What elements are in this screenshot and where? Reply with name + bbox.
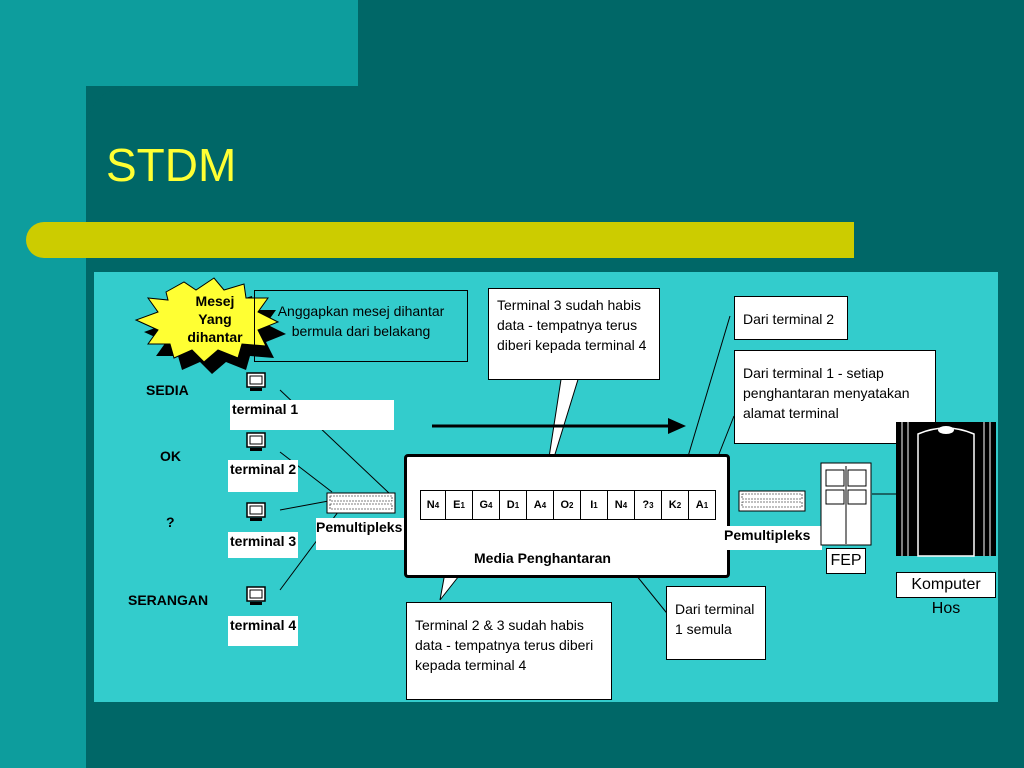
multiplexer-left-label: Pemultipleks xyxy=(316,518,406,550)
note-terminal3-done: Terminal 3 sudah habis data - tempatnya … xyxy=(488,288,660,380)
line-terminal3-mux xyxy=(279,499,335,511)
fep-label: FEP xyxy=(826,548,866,574)
terminal-3-icon xyxy=(246,502,266,521)
host-computer-label: Komputer Hos xyxy=(896,572,996,617)
decor-strip-left xyxy=(0,86,86,768)
terminal-1-icon xyxy=(246,372,266,391)
frame-cell: ?3 xyxy=(634,491,661,519)
multiplexer-right-icon xyxy=(738,490,806,512)
direction-arrowhead xyxy=(668,418,686,434)
frame-char: O xyxy=(560,499,570,511)
note-from-terminal1-initial: Dari terminal 1 semula xyxy=(666,586,766,660)
burst-shape xyxy=(134,277,280,363)
fep-icon xyxy=(820,462,872,546)
multiplexer-right-label: Pemultipleks xyxy=(724,526,822,550)
frame-terminal-index: 4 xyxy=(622,500,628,510)
frame-char: N xyxy=(614,499,623,511)
slide-title: STDM xyxy=(106,139,237,191)
terminal-1-label: terminal 1 xyxy=(230,400,394,430)
frame-char: K xyxy=(668,499,677,511)
frame-char: A xyxy=(533,499,542,511)
status-ok: OK xyxy=(160,448,181,464)
burst-label: Mesej Yang dihantar xyxy=(187,293,243,345)
frame-terminal-index: 4 xyxy=(434,500,440,510)
note-message-order: Anggapkan mesej dihantar bermula dari be… xyxy=(254,290,468,362)
frame-terminal-index: 1 xyxy=(514,500,520,510)
terminal-3-label: terminal 3 xyxy=(228,532,298,558)
frame-terminal-index: 4 xyxy=(488,500,493,510)
note-terminal23-done: Terminal 2 & 3 sudah habis data - tempat… xyxy=(406,602,612,700)
frame-terminal-index: 1 xyxy=(593,500,598,510)
frame-terminal-index: 2 xyxy=(569,500,574,510)
frame-char: I xyxy=(590,499,594,511)
stdm-diagram: Mesej Yang dihantar SEDIA OK ? SERANGAN … xyxy=(94,272,998,702)
frame-char: E xyxy=(453,499,461,511)
line-terminal2-mux xyxy=(279,451,333,493)
frame-terminal-index: 3 xyxy=(649,500,654,510)
status-serangan: SERANGAN xyxy=(128,592,209,608)
frame-char: N xyxy=(426,499,435,511)
status-question: ? xyxy=(166,514,175,530)
frame-char: A xyxy=(695,499,704,511)
host-computer-icon xyxy=(896,422,996,557)
frame-terminal-index: 2 xyxy=(676,500,682,510)
frame-char: D xyxy=(506,499,515,511)
accent-bar xyxy=(26,222,854,258)
terminal-4-icon xyxy=(246,586,266,605)
multiplexer-left-icon xyxy=(326,492,396,514)
decor-block-top-left xyxy=(0,0,358,86)
frame-terminal-index: 1 xyxy=(460,500,465,510)
terminal-4-label: terminal 4 xyxy=(228,616,298,646)
terminal-2-icon xyxy=(246,432,266,451)
note-from-terminal2: Dari terminal 2 xyxy=(734,296,848,340)
transmission-medium-label: Media Penghantaran xyxy=(474,550,611,566)
frame-char: ? xyxy=(642,499,650,511)
terminal-2-label: terminal 2 xyxy=(228,460,298,492)
frame-char: G xyxy=(479,499,489,511)
frame-terminal-index: 1 xyxy=(703,500,709,510)
status-sedia: SEDIA xyxy=(146,382,189,398)
frame-terminal-index: 4 xyxy=(541,500,547,510)
